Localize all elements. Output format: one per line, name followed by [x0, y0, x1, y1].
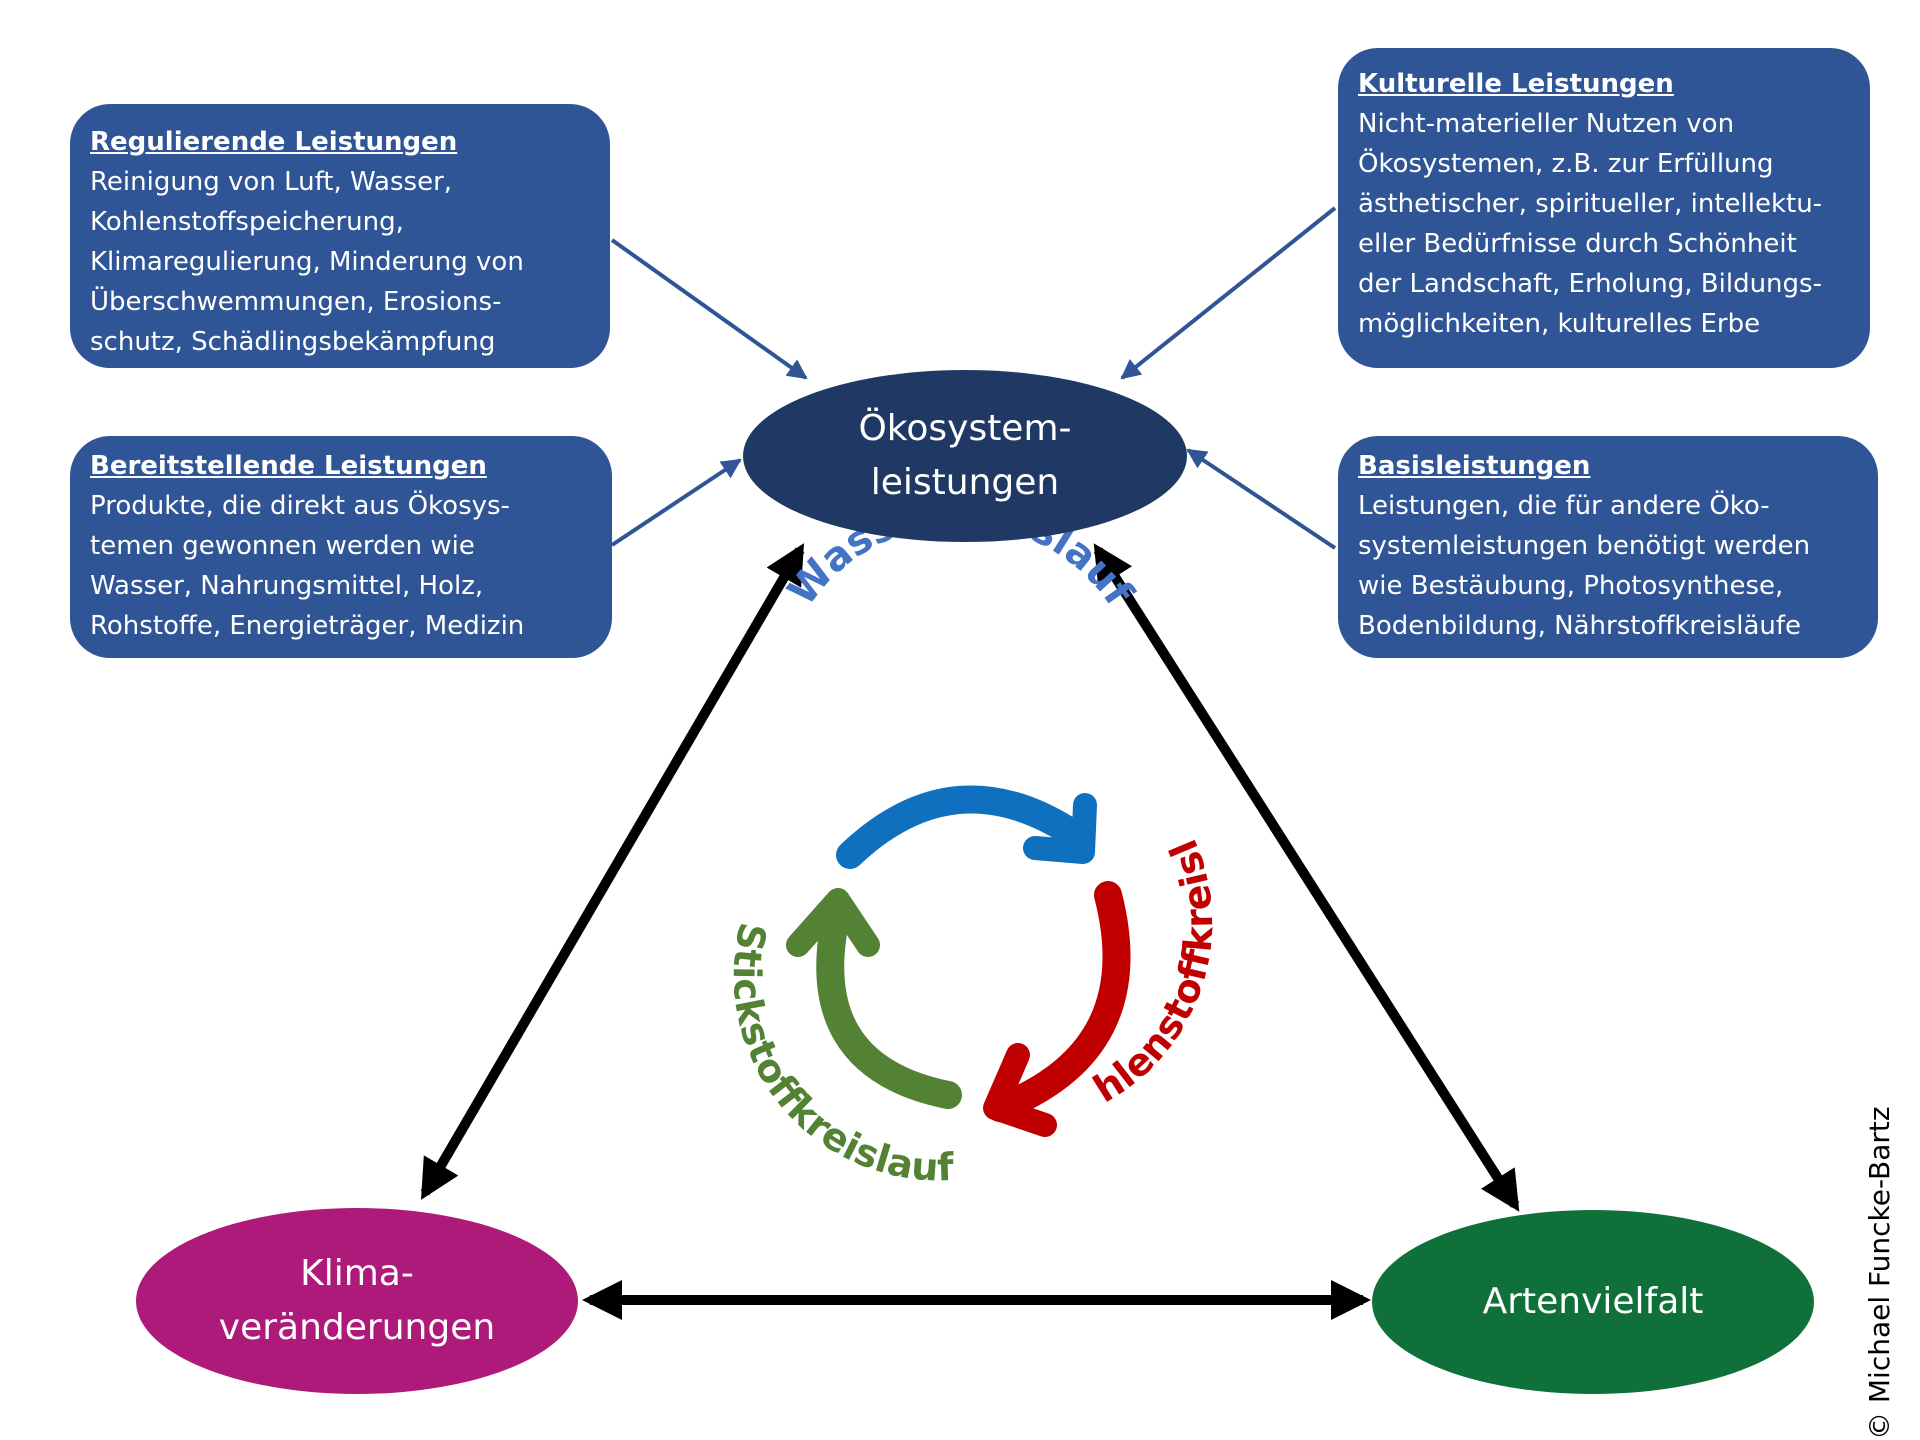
box-line: eller Bedürfnisse durch Schönheit — [1358, 229, 1797, 259]
box-line: Bodenbildung, Nährstoffkreisläufe — [1358, 611, 1802, 641]
node-line: Klima- — [300, 1253, 414, 1294]
box-line: Klimaregulierung, Minderung von — [90, 247, 524, 277]
connector-basis — [1186, 448, 1337, 550]
box-line: temen gewonnen werden wie — [90, 531, 475, 561]
box-line: Reinigung von Luft, Wasser, — [90, 167, 453, 197]
box-heading: Bereitstellende Leistungen — [90, 451, 487, 481]
connector-bereitstellend — [610, 458, 742, 547]
copyright-notice: © Michael Funcke-Bartz — [1863, 1106, 1896, 1440]
node-line: Ökosystem- — [858, 408, 1072, 449]
node-line: Artenvielfalt — [1482, 1281, 1704, 1322]
box-heading: Basisleistungen — [1358, 451, 1591, 481]
box-line: ästhetischer, spiritueller, intellektu- — [1358, 189, 1823, 219]
box-line: der Landschaft, Erholung, Bildungs- — [1358, 269, 1822, 299]
box-line: Überschwemmungen, Erosions- — [90, 287, 502, 317]
box-line: Kohlenstoffspeicherung, — [90, 207, 404, 237]
box-basisleistungen: Basisleistungen Leistungen, die für ande… — [1338, 436, 1878, 658]
cycle-arrow-kohlenstoff — [983, 881, 1131, 1137]
connector-regulierend — [610, 238, 808, 380]
box-regulierende-leistungen: Regulierende Leistungen Reinigung von Lu… — [70, 104, 610, 368]
box-line: systemleistungen benötigt werden — [1358, 531, 1811, 561]
box-line: Wasser, Nahrungsmittel, Holz, — [90, 571, 484, 601]
box-line: schutz, Schädlingsbekämpfung — [90, 327, 496, 357]
cycle-arrow-wasser — [836, 785, 1097, 869]
box-line: Ökosystemen, z.B. zur Erfüllung — [1358, 149, 1774, 179]
box-heading: Regulierende Leistungen — [90, 127, 458, 157]
arrow-center-klima — [420, 543, 805, 1200]
box-heading: Kulturelle Leistungen — [1358, 69, 1674, 99]
box-line: Nicht-materieller Nutzen von — [1358, 109, 1735, 139]
box-line: Leistungen, die für andere Öko- — [1358, 491, 1770, 521]
node-artenvielfalt: Artenvielfalt — [1372, 1210, 1814, 1394]
box-kulturelle-leistungen: Kulturelle Leistungen Nicht-materieller … — [1338, 48, 1870, 368]
connector-kulturell — [1120, 206, 1337, 380]
box-bereitstellende-leistungen: Bereitstellende Leistungen Produkte, die… — [70, 436, 612, 658]
box-line: Produkte, die direkt aus Ökosys- — [90, 491, 510, 521]
box-line: Rohstoffe, Energieträger, Medizin — [90, 611, 525, 641]
arrow-center-arten — [1093, 543, 1520, 1212]
node-klimaveraenderungen: Klima- veränderungen — [136, 1208, 578, 1394]
node-line: veränderungen — [218, 1307, 496, 1348]
box-line: möglichkeiten, kulturelles Erbe — [1358, 309, 1761, 339]
cycle-arrow-stickstoff — [786, 888, 962, 1109]
node-oekosystemleistungen: Ökosystem- leistungen — [743, 370, 1187, 542]
box-line: wie Bestäubung, Photosynthese, — [1358, 571, 1784, 601]
node-line: leistungen — [870, 462, 1060, 503]
